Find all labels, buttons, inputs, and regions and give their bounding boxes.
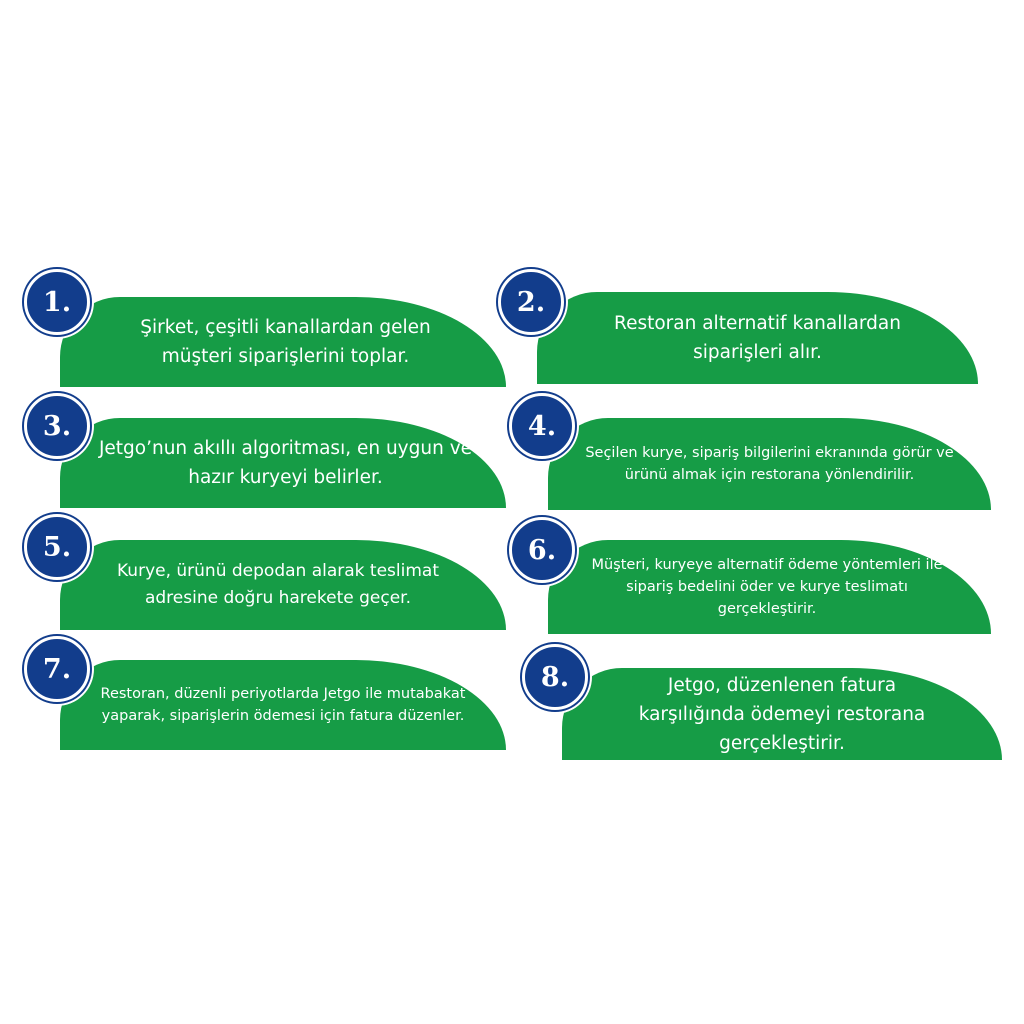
step-5-text: Kurye, ürünü depodan alarak teslimat adr…	[117, 561, 439, 608]
step-2-banner: Restoran alternatif kanallardan siparişl…	[537, 292, 978, 384]
step-5-number: 5.	[24, 514, 90, 580]
step-7-banner: Restoran, düzenli periyotlarda Jetgo ile…	[60, 660, 506, 750]
step-3-number: 3.	[24, 393, 90, 459]
step-8-number-badge: 8.	[518, 640, 592, 714]
step-4-text: Seçilen kurye, sipariş bilgilerini ekran…	[585, 445, 954, 483]
step-3-banner: Jetgo’nun akıllı algoritması, en uygun v…	[60, 418, 506, 508]
step-6-text: Müşteri, kuryeye alternatif ödeme yöntem…	[591, 557, 943, 617]
step-2-text: Restoran alternatif kanallardan siparişl…	[614, 313, 901, 363]
step-7-number-badge: 7.	[20, 632, 94, 706]
step-5-banner: Kurye, ürünü depodan alarak teslimat adr…	[60, 540, 506, 630]
step-7-number: 7.	[24, 636, 90, 702]
step-1-banner: Şirket, çeşitli kanallardan gelen müşter…	[60, 297, 506, 387]
step-8-text: Jetgo, düzenlenen fatura karşılığında öd…	[638, 674, 926, 754]
step-2-number-badge: 2.	[494, 265, 568, 339]
step-8-number: 8.	[522, 644, 588, 710]
step-3-text: Jetgo’nun akıllı algoritması, en uygun v…	[98, 438, 473, 488]
step-1-number: 1.	[24, 269, 90, 335]
step-4-number-badge: 4.	[505, 389, 579, 463]
step-1-text: Şirket, çeşitli kanallardan gelen müşter…	[140, 317, 431, 367]
step-2-number: 2.	[498, 269, 564, 335]
step-5-number-badge: 5.	[20, 510, 94, 584]
step-6-number: 6.	[509, 517, 575, 583]
step-4-number: 4.	[509, 393, 575, 459]
step-8-banner: Jetgo, düzenlenen fatura karşılığında öd…	[562, 668, 1002, 760]
step-6-banner: Müşteri, kuryeye alternatif ödeme yöntem…	[548, 540, 991, 634]
step-4-banner: Seçilen kurye, sipariş bilgilerini ekran…	[548, 418, 991, 510]
step-7-text: Restoran, düzenli periyotlarda Jetgo ile…	[100, 686, 466, 724]
step-6-number-badge: 6.	[505, 513, 579, 587]
step-3-number-badge: 3.	[20, 389, 94, 463]
step-1-number-badge: 1.	[20, 265, 94, 339]
